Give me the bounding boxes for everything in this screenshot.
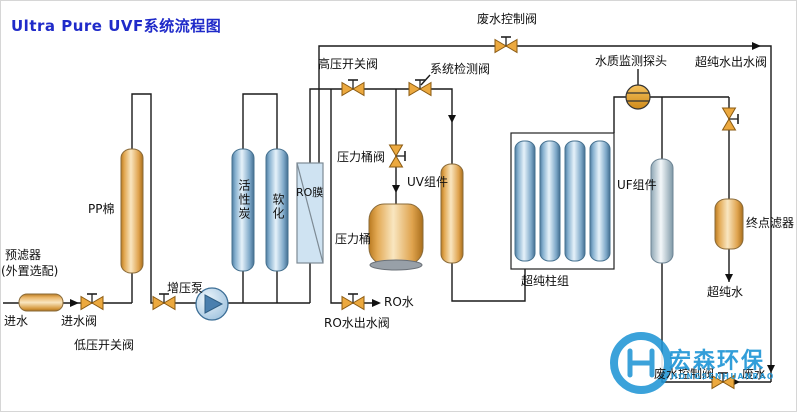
label-water-quality-probe: 水质监测探头 [595, 54, 668, 68]
high-pressure-switch-valve [341, 79, 365, 97]
arrow-ro-water [372, 299, 381, 307]
label-uf-module: UF组件 [617, 178, 657, 192]
uv-module-tank [440, 163, 464, 264]
pressure-tank-valve [388, 144, 406, 168]
watermark-brand-latin: HONGSENHUANBAO [671, 372, 775, 381]
watermark-brand: 宏森环保 [669, 349, 766, 374]
label-low-pressure-switch-valve: 低压开关阀 [74, 338, 135, 352]
low-pressure-switch-valve [152, 293, 176, 311]
column-cylinder [539, 140, 561, 262]
label-prefilter: 预滤器 [5, 248, 42, 262]
uf-module-tank [650, 158, 674, 264]
booster-pump-impeller [204, 294, 224, 314]
arrow-waste-top [752, 42, 761, 50]
pressure-tank [368, 203, 424, 265]
column-cylinder [589, 140, 611, 262]
ultrapure-outlet-valve [721, 107, 739, 131]
water-quality-probe [625, 84, 651, 110]
inlet-valve [80, 293, 104, 311]
label-system-detection-valve: 系统检测阀 [430, 62, 491, 76]
system-detection-valve [408, 79, 432, 97]
ro-membrane-diagonal [296, 162, 324, 264]
label-inlet-valve: 进水阀 [61, 314, 98, 328]
label-pressure-tank-valve: 压力桶阀 [337, 150, 386, 164]
arrow-into-pressure-tank [392, 185, 400, 193]
activated-carbon-tank [231, 148, 255, 272]
label-waste-control-valve-top: 废水控制阀 [477, 12, 538, 26]
label-high-pressure-switch-valve: 高压开关阀 [318, 57, 379, 71]
page-title: Ultra Pure UVF系统流程图 [11, 17, 222, 35]
label-ro-water: RO水 [384, 295, 414, 309]
watermark-logo-icon [610, 332, 672, 394]
label-activated-carbon: 活性炭 [237, 179, 251, 221]
label-pressure-tank: 压力桶 [335, 232, 372, 246]
pp-cotton-tank [120, 148, 144, 274]
label-ultrapure-outlet-valve: 超纯水出水阀 [695, 55, 768, 69]
label-softener: 软化 [271, 193, 285, 221]
arrow-into-uv [448, 115, 456, 123]
column-cylinder [564, 140, 586, 262]
label-uv-module: UV组件 [407, 175, 448, 189]
pressure-tank-base [369, 259, 423, 271]
terminal-filter-tank [714, 198, 744, 250]
label-waste-water: 废水 [742, 367, 767, 381]
arrow-waste-right [767, 365, 775, 373]
label-booster-pump: 增压泵 [167, 281, 204, 295]
label-inlet: 进水 [4, 314, 29, 328]
waste-control-valve-top [494, 36, 518, 54]
column-cylinder [514, 140, 536, 262]
label-ultrapure-water: 超纯水 [707, 285, 744, 299]
ultrapure-column-group [510, 132, 615, 270]
label-pp-cotton: PP棉 [88, 202, 115, 216]
label-ro-water-outlet-valve: RO水出水阀 [324, 316, 390, 330]
arrow-inlet [70, 299, 79, 307]
flow-arrows [70, 42, 775, 386]
label-waste-control-valve-bottom: 废水控制阀 [654, 367, 715, 381]
label-ultrapure-column-group: 超纯柱组 [521, 274, 570, 288]
label-prefilter-note: (外置选配) [1, 264, 59, 278]
label-ro-membrane: RO膜 [296, 186, 324, 199]
prefilter-tank [18, 293, 64, 312]
softener-tank [265, 148, 289, 272]
arrow-ultrapure-water [725, 274, 733, 282]
ro-water-outlet-valve [341, 293, 365, 311]
label-terminal-filter: 终点滤器 [746, 216, 795, 230]
